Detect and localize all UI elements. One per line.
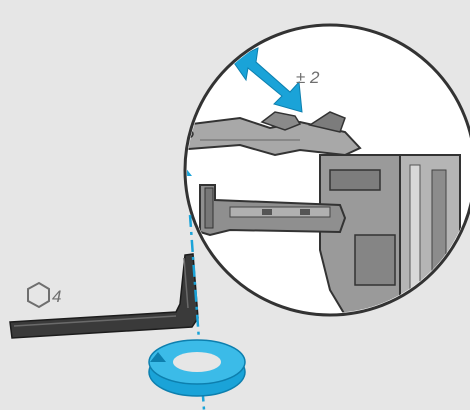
hexagon-icon: [28, 283, 49, 307]
hex-key: [10, 254, 198, 338]
frame-profile: [320, 155, 460, 315]
adjustment-range-label: ± 2: [296, 69, 320, 86]
hex-key-size-label: 4: [52, 288, 61, 305]
rotate-icon: [149, 340, 245, 396]
